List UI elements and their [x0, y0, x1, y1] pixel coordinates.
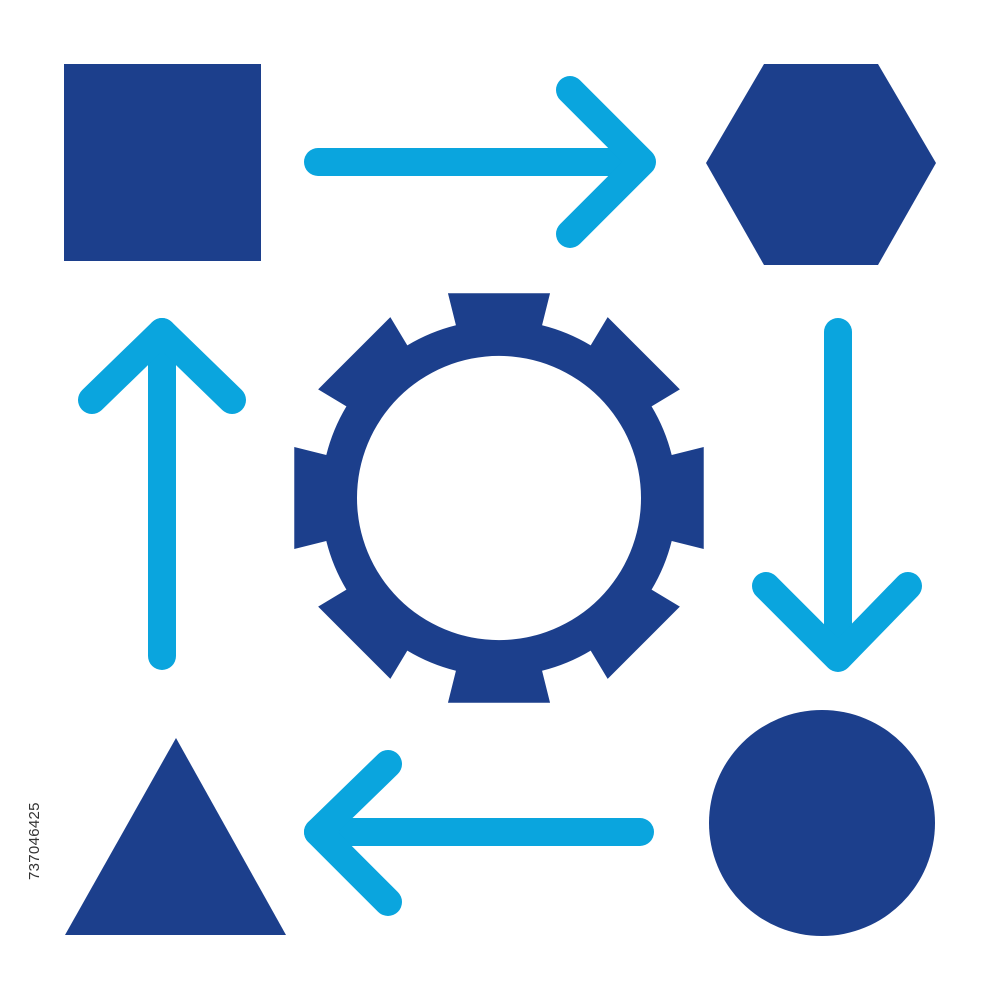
- stock-id-text: 737046425: [26, 802, 43, 880]
- arrow-left: [304, 750, 654, 916]
- gear-body: [294, 293, 704, 703]
- gear-icon: [294, 293, 704, 703]
- arrow-up: [78, 318, 246, 670]
- square-node: [64, 64, 261, 261]
- arrow-right: [304, 76, 656, 248]
- arrow-down: [752, 318, 922, 672]
- triangle-node: [65, 738, 286, 935]
- hexagon-node: [706, 64, 936, 265]
- circle-node: [709, 710, 935, 936]
